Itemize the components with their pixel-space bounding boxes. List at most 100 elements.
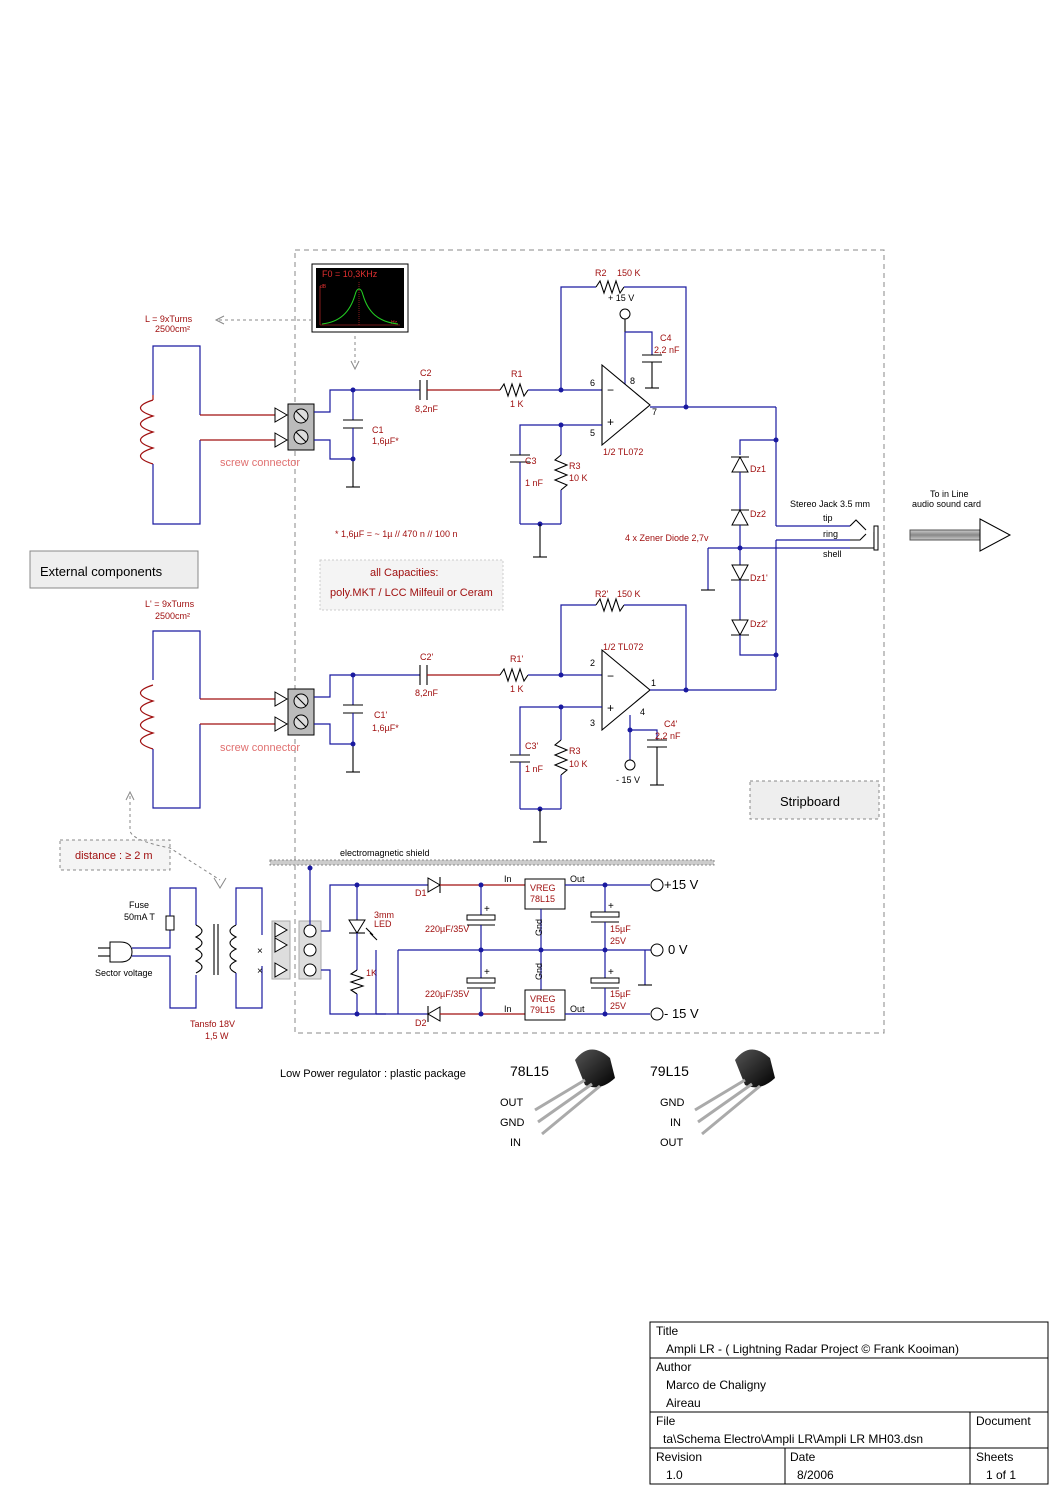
gnd-top: Gnd [534, 919, 544, 936]
r1-value: 1 K [510, 399, 524, 409]
minus15-small: - 15 V [616, 775, 640, 785]
cap-big-bottom: 220µF/35V [425, 989, 469, 999]
antenna-coil-top: L = 9xTurns 2500cm² [139, 314, 275, 525]
r1-label: R1 [511, 369, 523, 379]
svg-text:+: + [484, 967, 490, 978]
r1p-label: R1' [510, 654, 524, 664]
all-capacities-2: poly.MKT / LCC Milfeuil or Ceram [330, 587, 493, 599]
zener-network: Dz1 Dz2 Dz1' Dz2' 4 x Zener Diode 2,7v S… [625, 407, 1012, 690]
antenna-bottom-label: L' = 9xTurns [145, 599, 195, 609]
all-capacities-1: all Capacities: [370, 567, 438, 579]
cap-big-top: 220µF/35V [425, 924, 469, 934]
external-components-label: External components [40, 564, 163, 579]
c4-value: 2,2 nF [654, 345, 680, 355]
in-bottom: In [504, 1004, 512, 1014]
shell-label: shell [823, 549, 842, 559]
transfo-va: 1,5 W [205, 1031, 229, 1041]
c4p-label: C4' [664, 719, 678, 729]
author-line1: Marco de Chaligny [666, 1378, 766, 1392]
sheets-label: Sheets [976, 1450, 1013, 1464]
c4p-value: 2,2 nF [655, 731, 681, 741]
fuse-value: 50mA T [124, 912, 155, 922]
filter-response-box: F0 = 10,3KHz dB Hz [311, 263, 409, 333]
svg-text:−: − [607, 669, 614, 683]
em-shield-label: electromagnetic shield [340, 848, 430, 858]
author-line2: Aireau [666, 1396, 701, 1410]
em-shield [269, 859, 715, 866]
tip-label: tip [823, 513, 833, 523]
to-line-label-2: audio sound card [912, 499, 981, 509]
pin5: 5 [590, 428, 595, 438]
pkg2-p3: OUT [660, 1137, 684, 1149]
pkg1-name: 78L15 [510, 1063, 549, 1079]
vreg-top-label: VREG [530, 883, 556, 893]
svg-text:+: + [608, 901, 614, 912]
pin6: 6 [590, 378, 595, 388]
pin8: 8 [630, 376, 635, 386]
c2-label: C2 [420, 368, 432, 378]
low-power-note: Low Power regulator : plastic package [280, 1068, 466, 1080]
zener-note: 4 x Zener Diode 2,7v [625, 533, 709, 543]
vreg-bottom-part: 79L15 [530, 1005, 555, 1015]
cap-small-bottom: 15µF [610, 989, 631, 999]
out-minus15: - 15 V [664, 1006, 699, 1021]
r1p-value: 1 K [510, 684, 524, 694]
pin3: 3 [590, 718, 595, 728]
file-label: File [656, 1414, 676, 1428]
opamp-top [601, 363, 651, 447]
date-value: 8/2006 [797, 1468, 834, 1482]
stripboard-box [749, 780, 880, 820]
fuse-label: Fuse [129, 900, 149, 910]
r2p-label: R2' [595, 589, 609, 599]
c2p-value: 8,2nF [415, 688, 439, 698]
screw-connector-bottom-label: screw connector [220, 742, 300, 754]
r2-value: 150 K [617, 268, 641, 278]
pin7: 7 [652, 407, 657, 417]
antenna-bottom-area: 2500cm² [155, 611, 190, 621]
file-value: ta\Schema Electro\Ampli LR\Ampli LR MH03… [663, 1432, 923, 1446]
c3p-label: C3' [525, 741, 539, 751]
r3-label: R3 [569, 461, 581, 471]
ring-label: ring [823, 529, 838, 539]
c1-label: C1 [372, 425, 384, 435]
antenna-top-label: L = 9xTurns [145, 314, 193, 324]
to-line-label-1: To in Line [930, 489, 969, 499]
pin1: 1 [651, 678, 656, 688]
pin4: 4 [640, 707, 645, 717]
capacities-note-box [319, 559, 504, 611]
external-components-box [29, 550, 199, 589]
r3p-label: R3 [569, 746, 581, 756]
opamp-bottom-label: 1/2 TL072 [603, 642, 643, 652]
power-supply: Sector voltage Fuse 50mA T Tansfo 18V 1,… [95, 865, 699, 1041]
out-plus15: +15 V [664, 877, 699, 892]
out-bottom: Out [570, 1004, 585, 1014]
cap-small-bottom-v: 25V [610, 1001, 626, 1011]
opamp-top-label: 1/2 TL072 [603, 447, 643, 457]
cap-small-top: 15µF [610, 924, 631, 934]
author-label: Author [656, 1360, 691, 1374]
plus15-small: + 15 V [608, 293, 634, 303]
filter-title: F0 = 10,3KHz [322, 269, 378, 279]
svg-text:+: + [607, 415, 614, 429]
dz1-label: Dz1 [750, 464, 766, 474]
svg-text:+: + [607, 701, 614, 715]
d1-label: D1 [415, 888, 427, 898]
date-label: Date [790, 1450, 816, 1464]
pin2: 2 [590, 658, 595, 668]
out-top: Out [570, 874, 585, 884]
pkg1-p2: GND [500, 1117, 525, 1129]
sector-voltage-label: Sector voltage [95, 968, 153, 978]
distance-label: distance : ≥ 2 m [75, 850, 153, 862]
in-top: In [504, 874, 512, 884]
led-label: 3mm [374, 910, 394, 920]
sheets-value: 1 of 1 [986, 1468, 1016, 1482]
package-79l15: 79L15 GND IN OUT [650, 1049, 775, 1149]
top-channel: L = 9xTurns 2500cm² screw connector C1 [139, 263, 776, 558]
c2-value: 8,2nF [415, 404, 439, 414]
out-0v: 0 V [668, 942, 688, 957]
r2-label: R2 [595, 268, 607, 278]
pkg2-p1: GND [660, 1097, 685, 1109]
transfo-label: Tansfo 18V [190, 1019, 235, 1029]
dz1p-label: Dz1' [750, 573, 768, 583]
